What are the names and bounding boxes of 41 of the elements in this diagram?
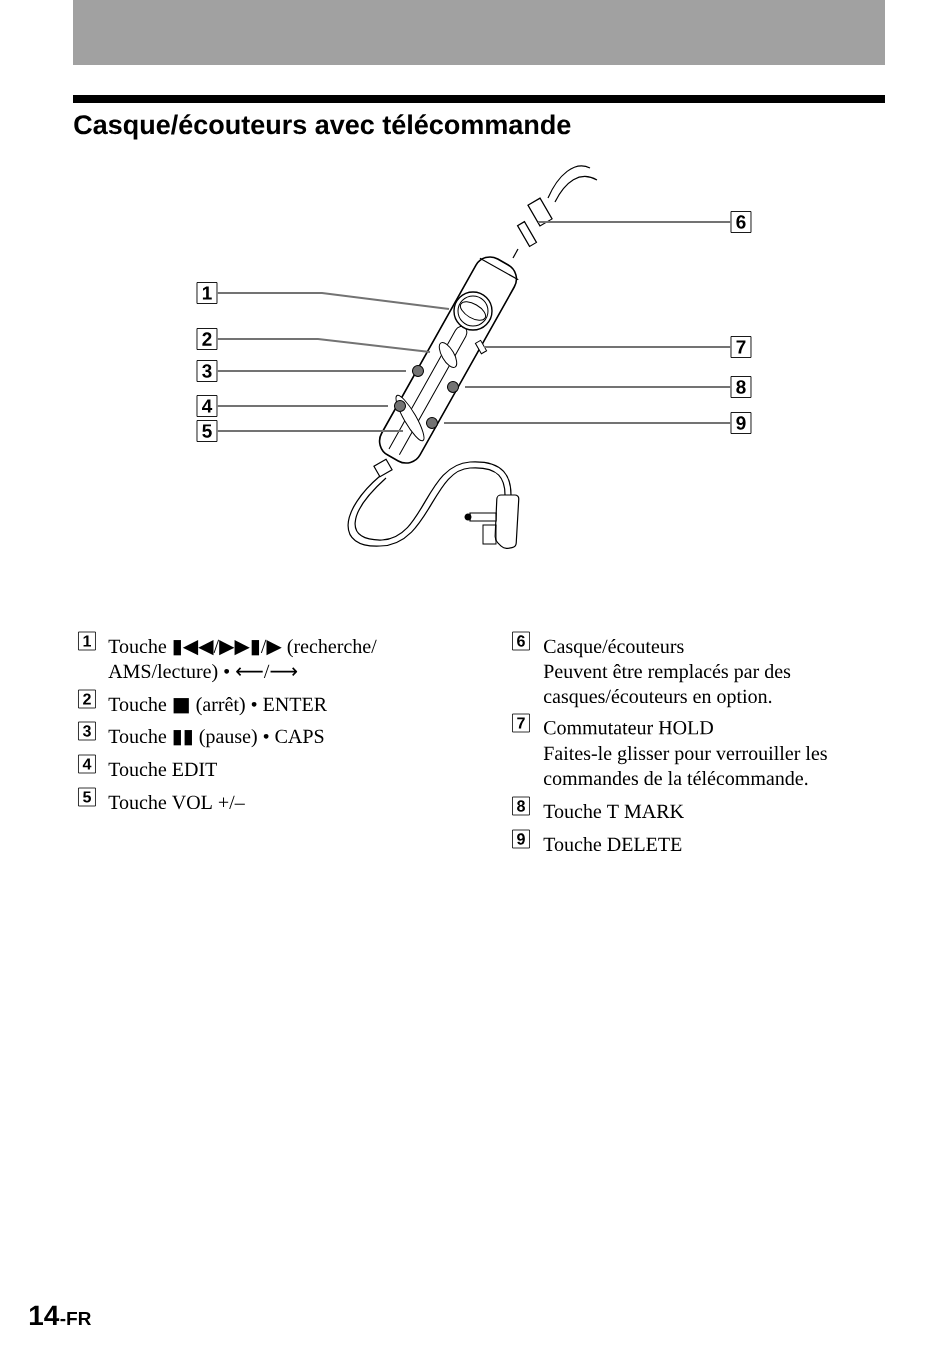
item-description: Touche ▮◀◀/▶▶▮/▶ (recherche/ AMS/lecture) • ⟵/⟶ [108, 639, 377, 683]
callout-number: 5 [196, 420, 218, 442]
item-description: Touche VOL +/– [108, 795, 245, 810]
leader-line [484, 345, 731, 349]
item-number: 4 [78, 754, 96, 774]
item-number: 5 [78, 787, 96, 807]
page-number: 14 [29, 1305, 60, 1325]
callout-number: 8 [730, 376, 752, 398]
page-suffix: -FR [60, 1311, 91, 1325]
callout-number: 9 [730, 412, 752, 434]
callout-number: 2 [196, 328, 218, 350]
title: Casque/écouteurs avec télécommande [74, 114, 571, 140]
item-description: Touche T MARK [543, 804, 684, 819]
item-number: 1 [78, 631, 96, 651]
item-number: 2 [78, 689, 96, 709]
item-description: Faites-le glisser pour verrouiller les commandes de la télécommande. [543, 746, 827, 786]
item-description: Casque/écouteurs [544, 639, 684, 658]
callout-number: 7 [730, 336, 752, 358]
leader-line [217, 429, 403, 433]
item-description: Touche EDIT [108, 762, 217, 777]
leader-line [217, 291, 450, 311]
callout-number: 6 [730, 211, 752, 233]
leader-line [217, 369, 406, 373]
leader-line [465, 385, 731, 389]
leader-line [538, 220, 731, 224]
item-number: 8 [512, 796, 530, 816]
leader-line [217, 337, 431, 354]
leader-line [217, 404, 388, 408]
item-description: Peuvent être remplacés par des casques/écouteurs en option. [543, 664, 791, 708]
item-number: 7 [512, 713, 530, 733]
item-number: 6 [512, 631, 530, 651]
leader-line [444, 421, 731, 425]
item-description: Touche DELETE [543, 837, 682, 852]
callout-number: 4 [196, 395, 218, 417]
callout-number: 1 [196, 282, 218, 304]
item-number: 3 [78, 721, 96, 741]
item-number: 9 [512, 829, 530, 849]
item-description: Touche ▮▮ (pause) • CAPS [108, 729, 324, 748]
item-description: Touche ■ (arrêt) • ENTER [108, 697, 327, 716]
item-description: Commutateur HOLD [544, 721, 713, 735]
callout-number: 3 [196, 360, 218, 382]
